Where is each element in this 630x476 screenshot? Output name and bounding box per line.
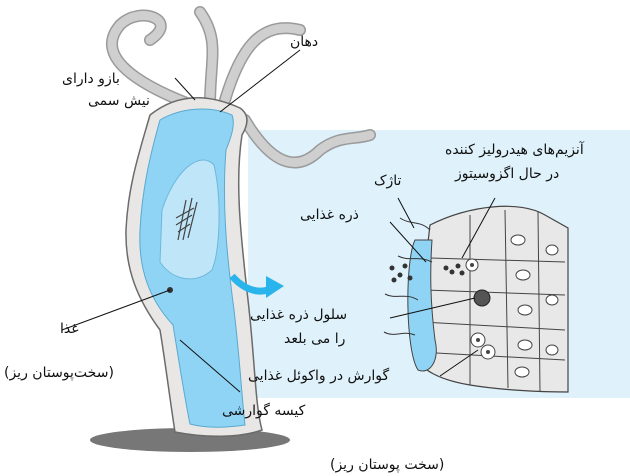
label-enzymes-line2: در حال اگزوسیتوز <box>455 165 559 183</box>
caption: (سخت پوستان ریز) <box>330 456 444 474</box>
label-cell-line1: سلول ذره غذایی <box>250 306 347 324</box>
label-food-note: (سخت‌پوستان ریز) <box>4 364 114 382</box>
label-flagellum: تاژک <box>374 172 401 190</box>
label-mouth: دهان <box>290 33 318 51</box>
cell-layer <box>408 206 568 392</box>
label-tentacle-line1: بازو دارای <box>62 70 120 88</box>
label-vacuole-digestion: گوارش در واکوئل غذایی <box>248 367 389 385</box>
label-enzymes-line1: آنزیم‌های هیدرولیز کننده <box>445 141 584 159</box>
label-food-particle: ذره غذایی <box>300 206 359 224</box>
label-tentacle-line2: نیش سمی <box>88 92 150 110</box>
label-gastric-sac: کیسه گوارشی <box>222 402 305 420</box>
label-cell-line2: را می بلعد <box>284 330 345 348</box>
label-food: غذا <box>60 320 79 338</box>
